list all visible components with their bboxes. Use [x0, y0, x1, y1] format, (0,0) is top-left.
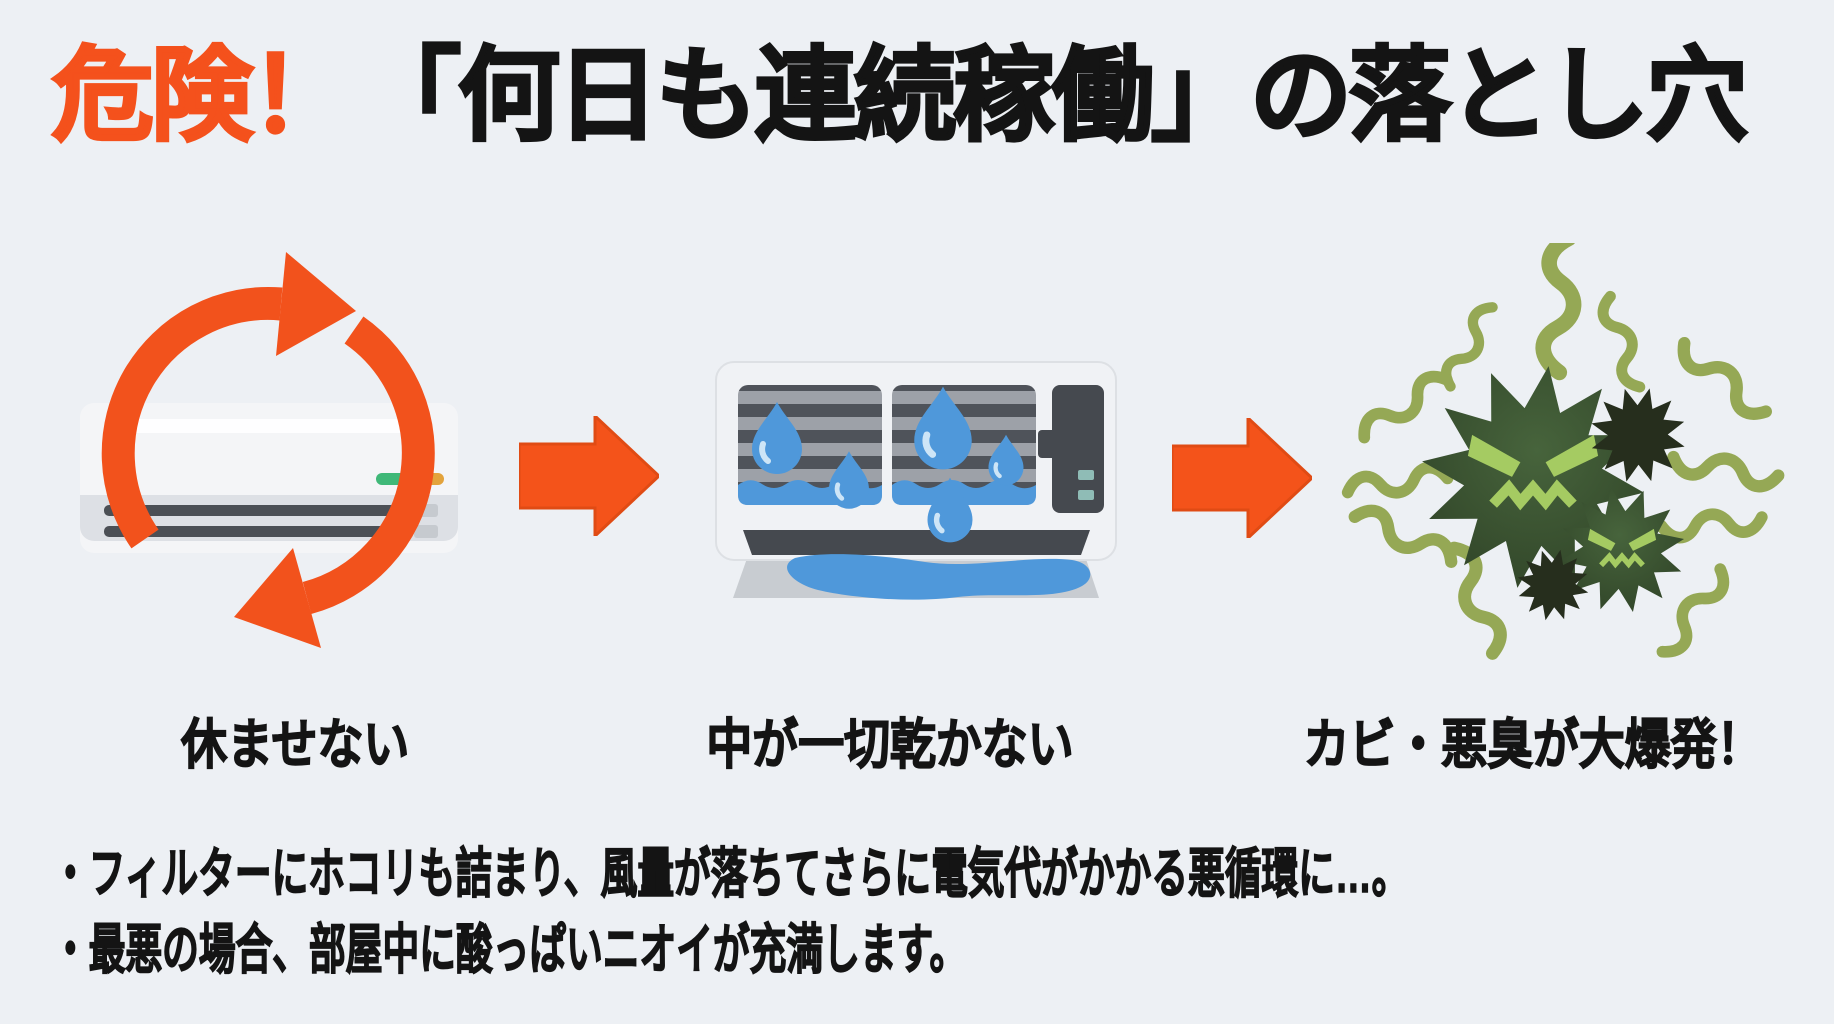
- step-caption-no-rest: 休ませない: [180, 714, 410, 776]
- air-conditioner-illustration: [80, 403, 458, 553]
- title-warning-text: 危険！: [51, 38, 354, 155]
- step-caption-never-dries: 中が一切乾かない: [706, 714, 1074, 776]
- mold-odor-burst-icon: [1325, 243, 1815, 673]
- note-line: ・フィルターにホコリも詰まり、風量が落ちてさらに電気代がかかる悪循環に…。: [51, 843, 1409, 905]
- water-puddle: [787, 554, 1091, 600]
- note-line: ・最悪の場合、部屋中に酸っぱいニオイが充満します。: [51, 919, 967, 981]
- control-panel: [1038, 385, 1104, 513]
- mold-monsters: [1406, 350, 1697, 631]
- page-title: 危険！「何日も連続稼働」の落とし穴: [51, 38, 1750, 155]
- step-caption-mold-explosion: カビ・悪臭が大爆発！: [1303, 714, 1763, 776]
- cycle-arrows-icon: [101, 252, 435, 648]
- louver-bar: [743, 530, 1090, 555]
- wet-ac-interior-icon: [700, 352, 1130, 607]
- warning-notes: ・フィルターにホコリも詰まり、風量が落ちてさらに電気代がかかる悪循環に…。 ・最…: [51, 836, 1834, 988]
- flow-arrow-icon: [1172, 418, 1312, 538]
- ac-unit-cycle-icon: [58, 243, 478, 663]
- title-main-text: 「何日も連続稼働」の落とし穴: [358, 38, 1750, 155]
- flow-arrow-icon: [519, 416, 659, 536]
